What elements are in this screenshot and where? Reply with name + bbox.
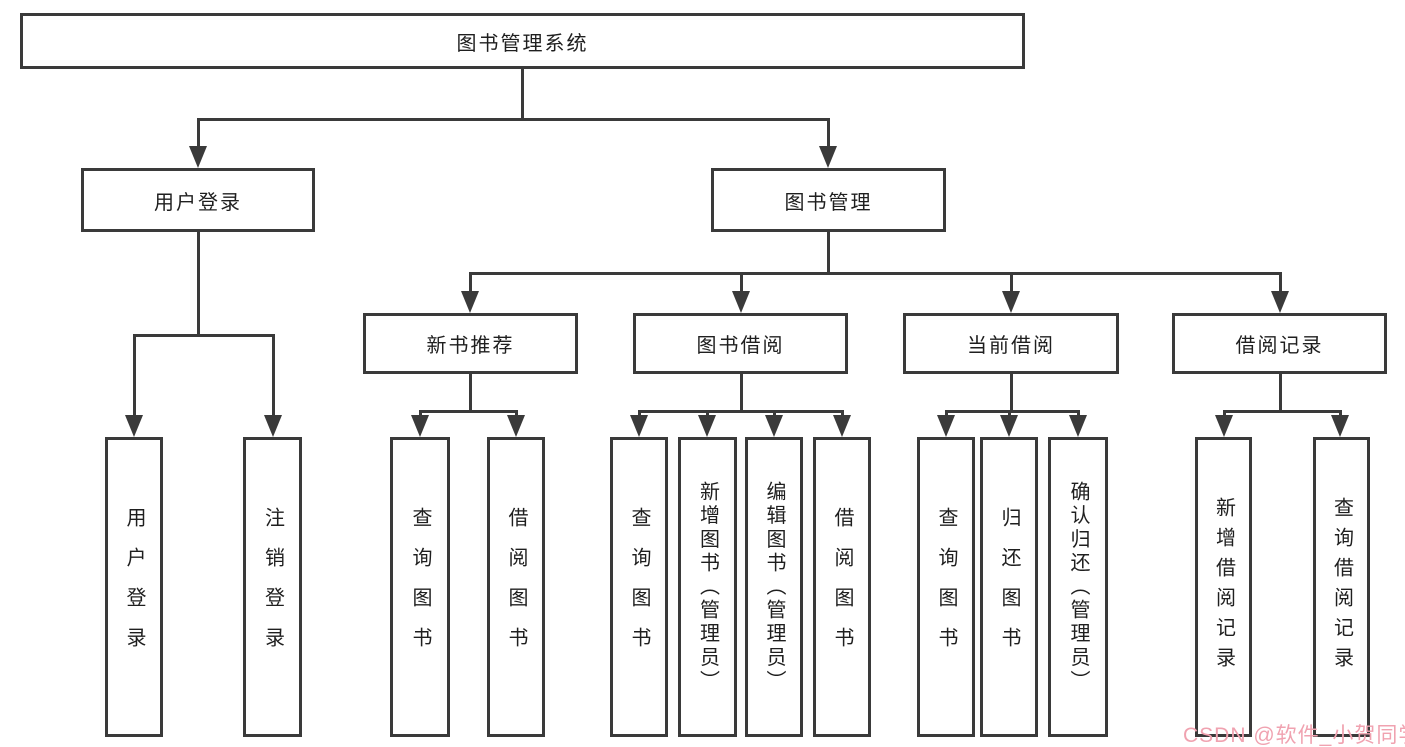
node-borrow-records: 借阅记录 (1172, 313, 1387, 374)
leaf-label: 新增图书（管理员） (696, 480, 719, 694)
arrow-down-icon (732, 291, 750, 313)
leaf-add-book-admin: 新增图书（管理员） (678, 437, 737, 737)
node-label: 图书借阅 (696, 335, 785, 357)
leaf-query-books: 查询图书 (390, 437, 450, 737)
connector-stem (1008, 410, 1011, 418)
arrow-down-icon (1069, 415, 1087, 437)
connector-trunk (469, 374, 472, 410)
leaf-label: 用户登录 (123, 507, 145, 667)
leaf-user-login: 用户登录 (105, 437, 163, 737)
connector-stem (272, 334, 275, 417)
connector-stem (419, 410, 422, 418)
node-book-borrow: 图书借阅 (633, 313, 848, 374)
connector-stem (197, 118, 200, 148)
leaf-label: 借阅图书 (831, 507, 853, 667)
node-user-login: 用户登录 (81, 168, 315, 232)
node-book-management: 图书管理 (711, 168, 946, 232)
connector-stem (1279, 272, 1282, 293)
leaf-query-borrow-record: 查询借阅记录 (1313, 437, 1370, 737)
connector-stem (1010, 272, 1013, 293)
leaf-label: 查询图书 (409, 507, 431, 667)
connector-root-trunk (521, 69, 524, 118)
arrow-down-icon (819, 146, 837, 168)
node-library-system: 图书管理系统 (20, 13, 1025, 69)
leaf-label: 归还图书 (998, 507, 1020, 667)
node-current-borrow: 当前借阅 (903, 313, 1119, 374)
connector-trunk (1279, 374, 1282, 410)
connector-bar (638, 410, 844, 413)
arrow-down-icon (765, 415, 783, 437)
leaf-confirm-return-admin: 确认归还（管理员） (1048, 437, 1108, 737)
arrow-down-icon (1271, 291, 1289, 313)
arrow-down-icon (189, 146, 207, 168)
node-label: 图书管理系统 (456, 32, 589, 55)
arrow-down-icon (461, 291, 479, 313)
leaf-label: 注销登录 (261, 507, 284, 667)
leaf-label: 借阅图书 (505, 507, 527, 667)
connector-bar (1223, 410, 1342, 413)
watermark: CSDN @软件_小贺同学 (1183, 724, 1405, 747)
connector-stem (1077, 410, 1080, 418)
node-label: 用户登录 (154, 191, 242, 214)
leaf-borrow-book: 借阅图书 (487, 437, 545, 737)
connector-stem (706, 410, 709, 418)
connector-stem (469, 272, 472, 293)
leaf-query-books: 查询图书 (610, 437, 668, 737)
leaf-edit-book-admin: 编辑图书（管理员） (745, 437, 803, 737)
leaf-label: 编辑图书（管理员） (763, 480, 785, 694)
connector-login-bar (133, 334, 275, 337)
connector-mgmt-trunk (827, 232, 830, 272)
leaf-query-books: 查询图书 (917, 437, 975, 737)
node-new-book-recommend: 新书推荐 (363, 313, 578, 374)
arrow-down-icon (507, 415, 525, 437)
connector-stem (515, 410, 518, 418)
node-label: 新书推荐 (426, 335, 515, 357)
arrow-down-icon (125, 415, 143, 437)
arrow-down-icon (1215, 415, 1233, 437)
connector-trunk (1010, 374, 1013, 410)
leaf-label: 查询图书 (628, 507, 650, 667)
connector-bar (419, 410, 518, 413)
leaf-label: 新增借阅记录 (1212, 497, 1235, 677)
leaf-label: 查询图书 (935, 507, 957, 667)
connector-level3-bar (469, 272, 1281, 275)
node-label: 图书管理 (784, 191, 873, 214)
arrow-down-icon (411, 415, 429, 437)
leaf-add-borrow-record: 新增借阅记录 (1195, 437, 1252, 737)
connector-login-trunk (197, 232, 200, 334)
leaf-logout: 注销登录 (243, 437, 302, 737)
connector-bar (945, 410, 1080, 413)
arrow-down-icon (833, 415, 851, 437)
arrow-down-icon (264, 415, 282, 437)
connector-stem (945, 410, 948, 418)
leaf-label: 确认归还（管理员） (1067, 480, 1089, 694)
connector-stem (827, 118, 830, 148)
connector-stem (1339, 410, 1342, 418)
connector-stem (1223, 410, 1226, 418)
arrow-down-icon (937, 415, 955, 437)
arrow-down-icon (630, 415, 648, 437)
connector-trunk (740, 374, 743, 410)
connector-stem (133, 334, 136, 417)
node-label: 当前借阅 (967, 335, 1055, 357)
connector-stem (638, 410, 641, 418)
leaf-borrow-book: 借阅图书 (813, 437, 871, 737)
leaf-label: 查询借阅记录 (1330, 497, 1353, 677)
arrow-down-icon (1000, 415, 1018, 437)
node-label: 借阅记录 (1235, 335, 1324, 357)
arrow-down-icon (698, 415, 716, 437)
leaf-return-book: 归还图书 (980, 437, 1038, 737)
arrow-down-icon (1331, 415, 1349, 437)
connector-level2-bar (197, 118, 830, 121)
arrow-down-icon (1002, 291, 1020, 313)
connector-stem (841, 410, 844, 418)
connector-stem (740, 272, 743, 293)
connector-stem (773, 410, 776, 418)
